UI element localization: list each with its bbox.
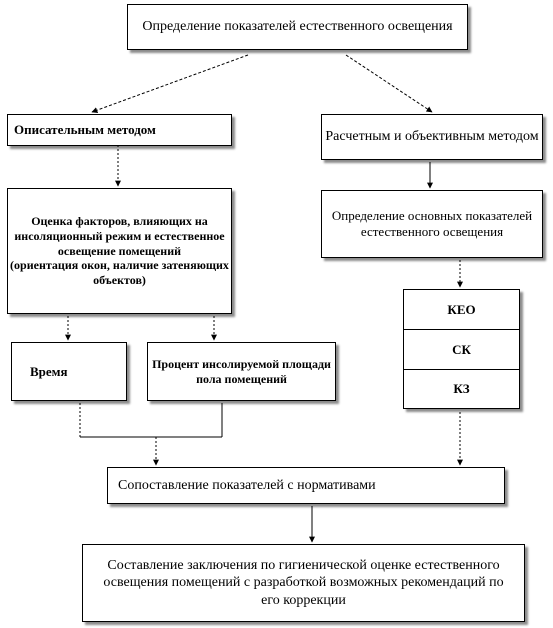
- compare-box: Сопоставление показателей с нормативами: [107, 467, 505, 504]
- indicators-box: Определение основных показателей естеств…: [321, 190, 543, 258]
- calculated-method-box: Расчетным и объективным методом: [321, 114, 543, 160]
- arrow-top-to-calculated: [345, 54, 433, 113]
- arrow-top-to-descriptive: [91, 54, 249, 113]
- factors-note-label: (ориентация окон, наличие затеняющих объ…: [10, 258, 229, 287]
- kbo-cell: КЕО: [403, 289, 520, 330]
- time-label: Время: [30, 363, 68, 379]
- time-box: Время: [11, 342, 127, 401]
- factors-main-label: Оценка факторов, влияющих на инсоляционн…: [14, 214, 225, 258]
- kz-label: КЗ: [453, 381, 470, 396]
- top-label: Определение показателей естественного ос…: [142, 19, 453, 35]
- kbo-label: КЕО: [447, 301, 476, 317]
- sk-label: СК: [452, 341, 471, 357]
- top-box: Определение показателей естественного ос…: [127, 4, 468, 50]
- kz-cell: КЗ: [403, 369, 520, 409]
- conclusion-box: Составление заключения по гигиенической …: [82, 544, 525, 622]
- descriptive-method-label: Описательным методом: [14, 122, 156, 138]
- percent-label: Процент инсолируемой площади пола помеще…: [152, 356, 331, 386]
- calculated-method-label: Расчетным и объективным методом: [325, 129, 539, 145]
- compare-label: Сопоставление показателей с нормативами: [118, 477, 376, 493]
- descriptive-method-box: Описательным методом: [7, 114, 232, 146]
- sk-cell: СК: [403, 329, 520, 370]
- factors-box: Оценка факторов, влияющих на инсоляционн…: [7, 188, 232, 314]
- values-stack: КЕО СК КЗ: [403, 289, 520, 409]
- indicators-label: Определение основных показателей естеств…: [331, 208, 533, 239]
- percent-box: Процент инсолируемой площади пола помеще…: [147, 342, 336, 401]
- conclusion-label: Составление заключения по гигиенической …: [103, 558, 504, 608]
